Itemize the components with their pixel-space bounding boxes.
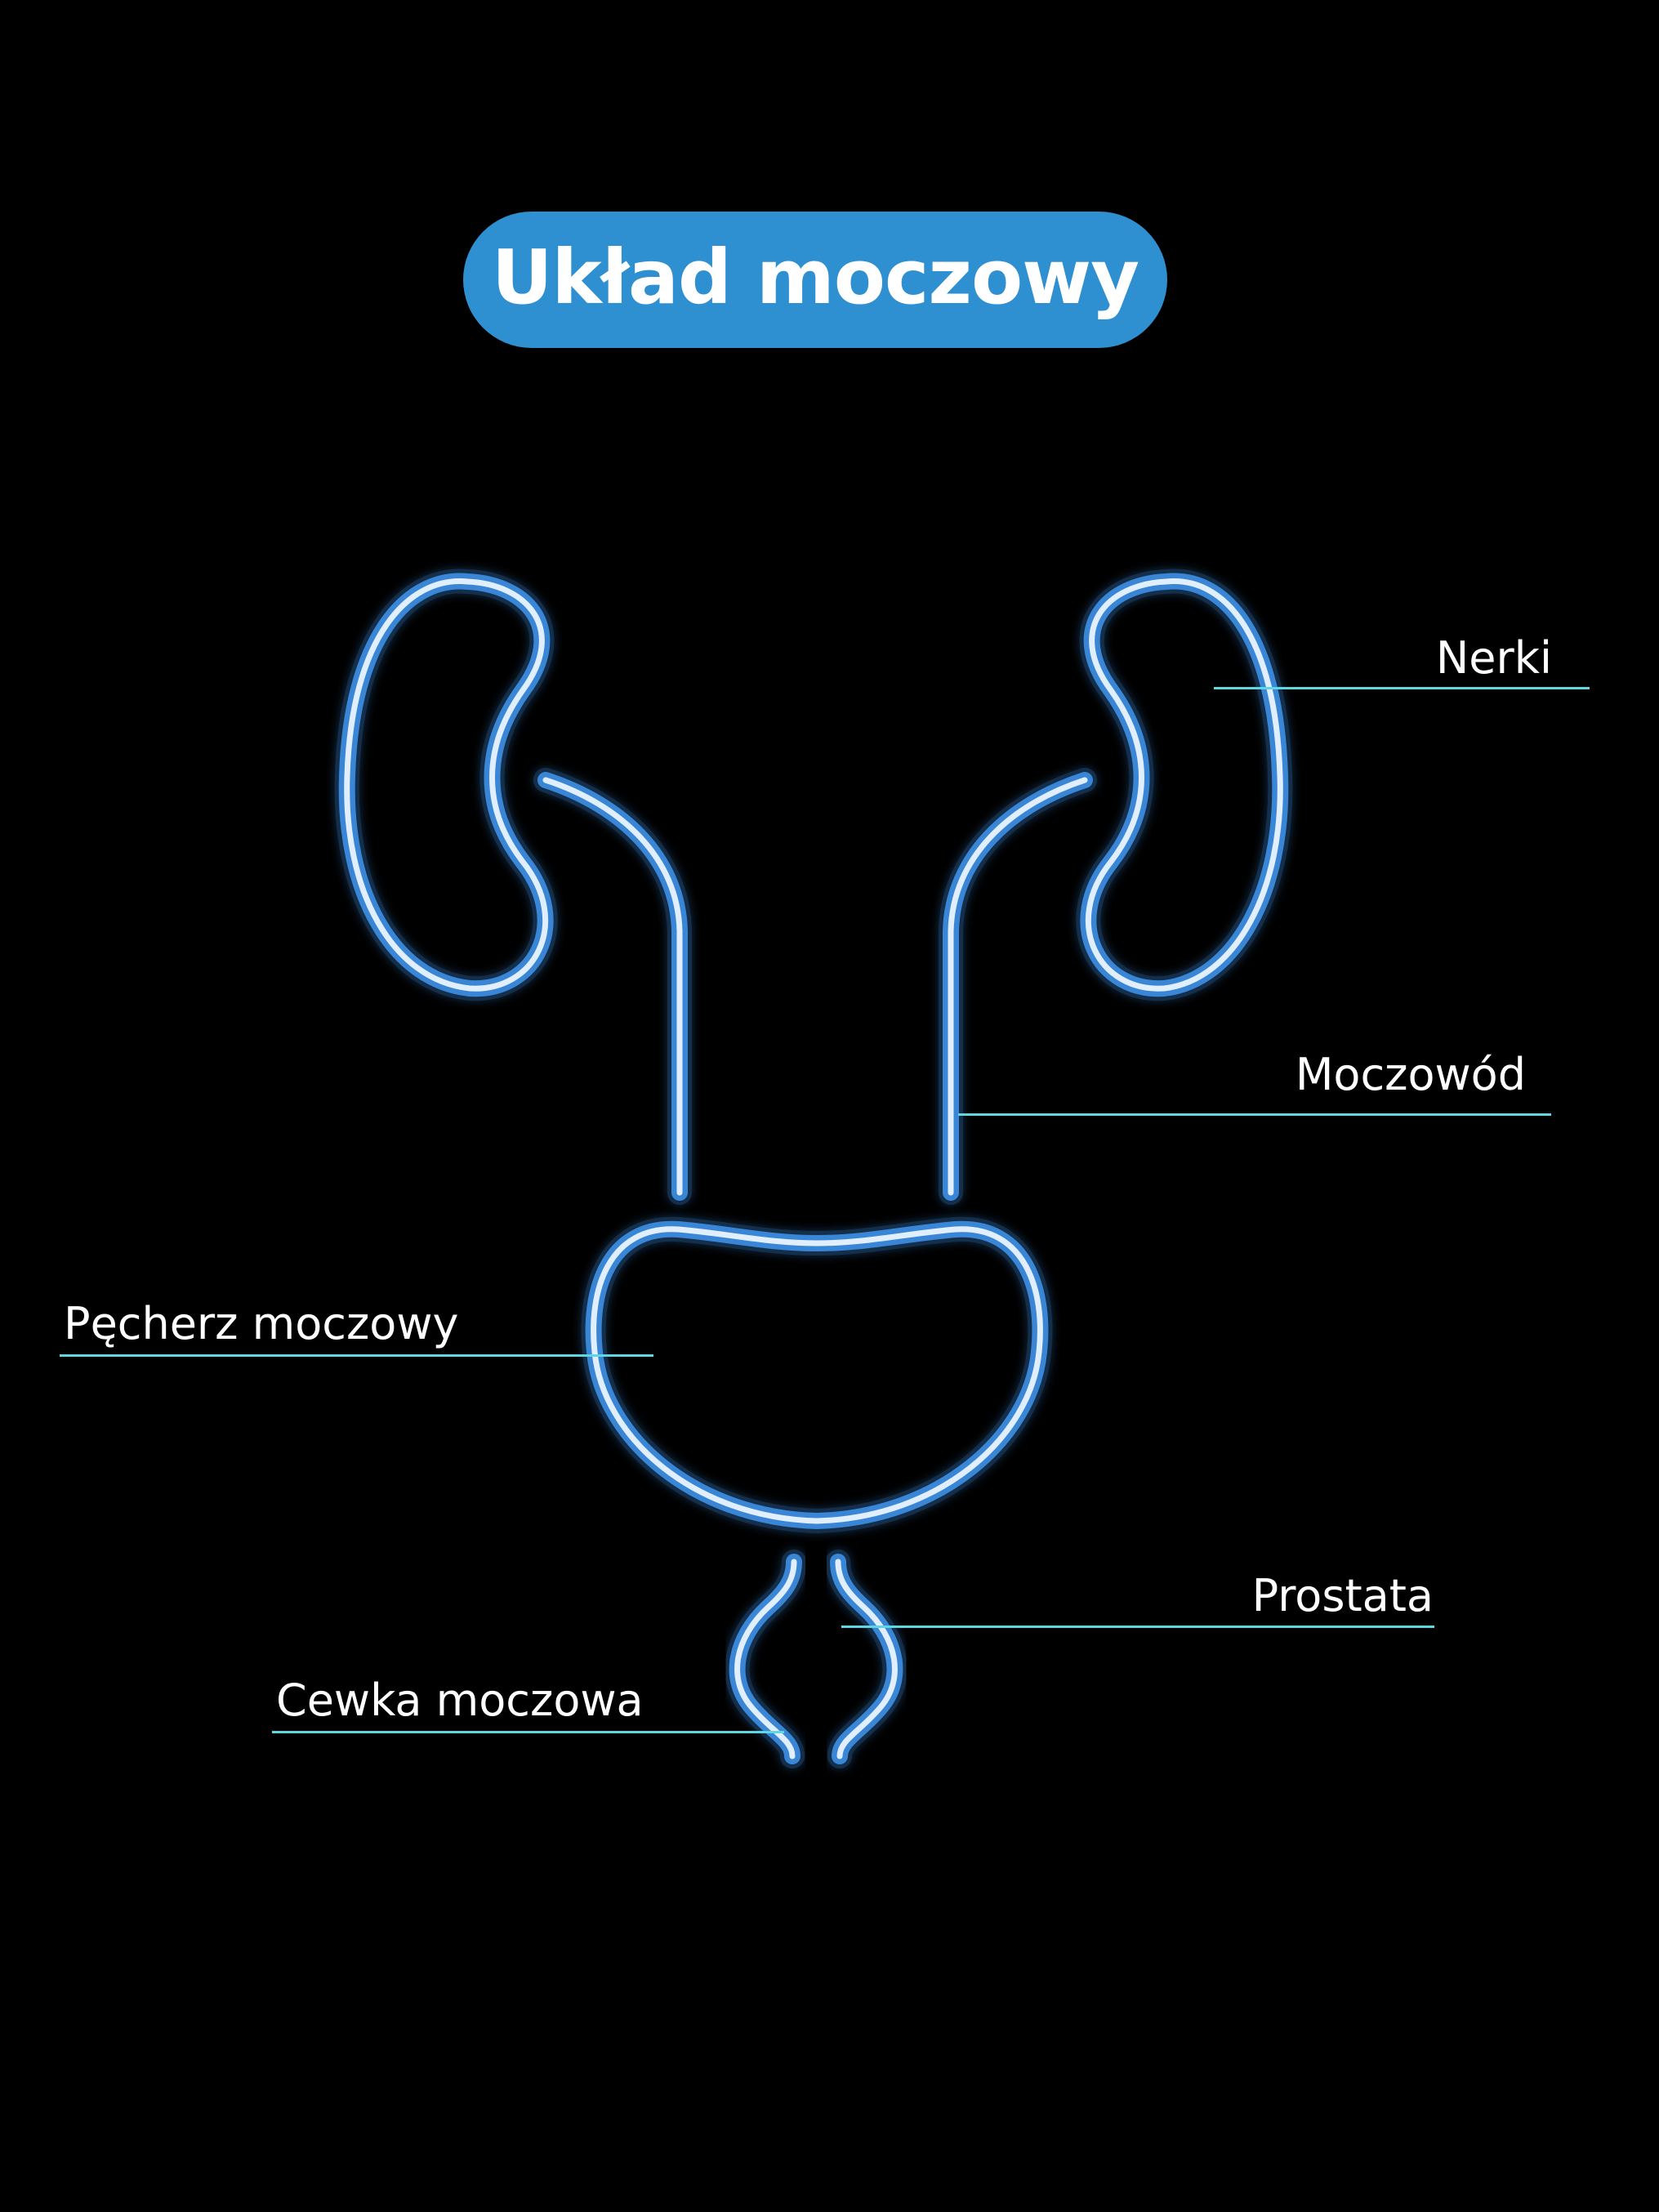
leader-line-urethra [272, 1731, 784, 1733]
left-ureter [533, 768, 692, 1205]
label-bladder: Pęcherz moczowy [64, 1298, 459, 1349]
urethra-left [725, 1550, 806, 1768]
title-badge: Układ moczowy [463, 212, 1167, 348]
leader-line-ureter [958, 1113, 1551, 1116]
leader-line-prostate [841, 1626, 1434, 1628]
urethra-right [826, 1550, 908, 1768]
label-kidneys: Nerki [1435, 632, 1552, 684]
right-kidney [1076, 569, 1293, 1001]
leader-line-bladder [60, 1354, 653, 1357]
leader-line-kidneys [1214, 687, 1590, 689]
label-ureter: Moczowód [1295, 1049, 1526, 1100]
page-title: Układ moczowy [491, 233, 1139, 321]
label-urethra: Cewka moczowa [276, 1675, 644, 1726]
left-kidney [334, 569, 558, 1001]
right-ureter [939, 768, 1097, 1205]
bladder [581, 1216, 1053, 1533]
label-prostate: Prostata [1251, 1570, 1434, 1621]
